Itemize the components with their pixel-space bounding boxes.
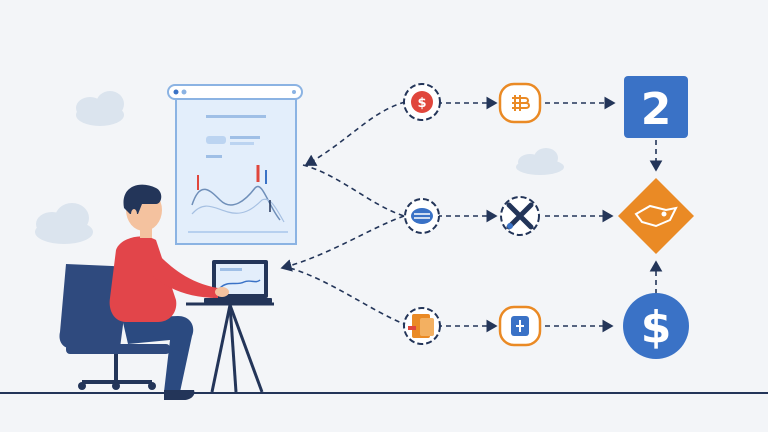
flow-lines — [280, 96, 663, 333]
chair — [59, 264, 170, 390]
number-two-icon: 2 — [624, 76, 688, 138]
person-figure — [109, 184, 229, 400]
browser-window-icon — [167, 84, 303, 245]
bottom-right-coin-label: $ — [641, 302, 672, 353]
desk — [186, 302, 274, 393]
top-left-coin-label: $ — [417, 96, 426, 111]
tools-icon — [500, 196, 540, 236]
exchange-icon — [404, 198, 440, 234]
top-right-badge-label: 2 — [641, 84, 672, 135]
dollar-circle-icon: $ — [623, 293, 689, 359]
cloud-icon — [35, 203, 93, 244]
dollar-coin-icon: $ — [403, 83, 441, 121]
cloud-icon — [76, 91, 124, 126]
wallet-icon — [403, 307, 441, 345]
bitcoin-icon — [498, 82, 542, 124]
cloud-icon — [516, 148, 564, 175]
shield-icon — [498, 305, 542, 347]
diamond-transfer-icon — [618, 178, 694, 254]
